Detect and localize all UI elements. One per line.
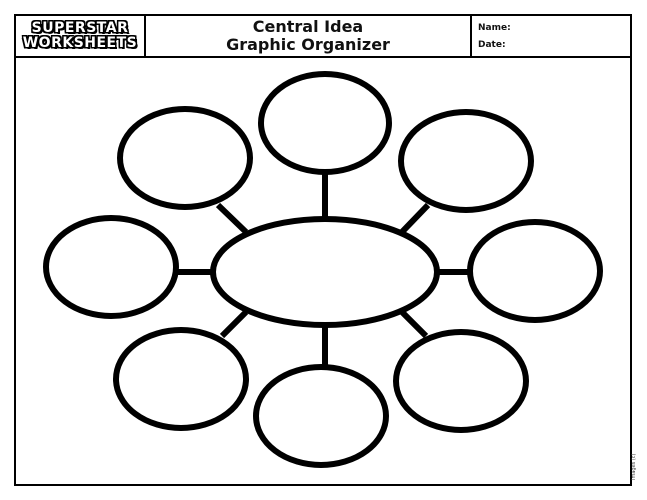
title-line-1: Central Idea	[252, 17, 364, 36]
image-credit: Images (c)	[631, 440, 639, 484]
logo-line-2: WORKSHEETS	[22, 35, 138, 51]
connector-top-left	[215, 202, 249, 235]
date-field[interactable]: Date:	[478, 37, 630, 54]
detail-bubble-top[interactable]	[258, 71, 392, 175]
worksheet-title: Central Idea Graphic Organizer	[146, 16, 472, 56]
name-field[interactable]: Name:	[478, 20, 630, 37]
detail-bubble-bottom[interactable]	[253, 364, 389, 468]
connector-top-right	[399, 202, 431, 235]
detail-bubble-bottom-left[interactable]	[113, 327, 249, 431]
detail-bubble-right[interactable]	[467, 219, 603, 323]
detail-bubble-top-right[interactable]	[398, 109, 534, 213]
detail-bubble-left[interactable]	[43, 215, 179, 319]
logo-line-1: SUPERSTAR	[31, 20, 129, 36]
superstar-worksheets-logo: SUPERSTAR WORKSHEETS	[16, 16, 146, 56]
title-line-2: Graphic Organizer	[226, 35, 390, 54]
detail-bubble-top-left[interactable]	[117, 106, 253, 210]
image-credit-text: Images (c)	[631, 453, 637, 480]
worksheet-page: SUPERSTAR WORKSHEETS Central Idea Graphi…	[14, 14, 632, 486]
connector-bottom-right	[399, 309, 429, 339]
connector-lines	[178, 172, 470, 368]
student-info-box: Name: Date:	[472, 16, 630, 56]
connector-bottom-left	[219, 309, 249, 339]
worksheet-header: SUPERSTAR WORKSHEETS Central Idea Graphi…	[16, 16, 630, 58]
center-idea-bubble[interactable]	[210, 216, 440, 328]
name-label: Name:	[478, 23, 511, 33]
detail-bubble-bottom-right[interactable]	[393, 329, 529, 433]
date-label: Date:	[478, 40, 506, 50]
